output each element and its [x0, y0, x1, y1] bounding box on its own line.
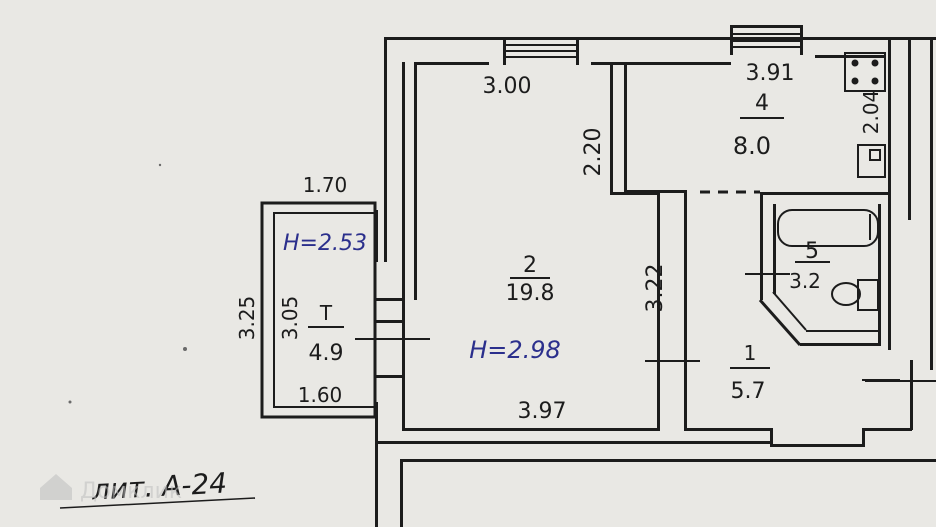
house-logo-icon	[40, 474, 72, 500]
room2-area: 19.8	[506, 281, 555, 306]
ceiling-height-label: H=2.98	[469, 336, 561, 364]
watermark: Домклик	[40, 474, 182, 504]
dim-room1-side: 3.22	[643, 264, 668, 313]
dim-balcony-top: 1.70	[303, 173, 348, 197]
kitchen-sink-icon	[857, 144, 886, 178]
window-room2	[503, 37, 579, 65]
stove-icon	[844, 52, 886, 92]
room4-area: 8.0	[733, 132, 771, 160]
balcony-outline	[260, 201, 377, 419]
toilet-icon	[831, 279, 879, 311]
dim-room4-side: 2.04	[859, 90, 883, 135]
room5-number: 5	[805, 239, 819, 264]
leader-lines	[355, 273, 900, 381]
dim-room2-side: 2.20	[581, 128, 606, 177]
dim-balcony-outer: 3.25	[235, 296, 259, 341]
walls	[375, 37, 936, 527]
room1-area: 5.7	[731, 379, 766, 404]
balcony-number: T	[319, 301, 333, 325]
dim-balcony-inner: 3.05	[278, 296, 302, 341]
bathtub-icon	[777, 209, 879, 247]
room2-number: 2	[523, 253, 537, 278]
balcony-area: 4.9	[309, 341, 344, 366]
watermark-text: Домклик	[80, 479, 182, 504]
window-room4	[730, 25, 803, 55]
room1-number: 1	[744, 341, 757, 365]
dim-room2-top: 3.00	[483, 74, 532, 99]
balcony-door	[375, 298, 405, 378]
paper-marks	[68, 163, 187, 404]
room5-area: 3.2	[789, 269, 821, 293]
dim-balcony-bottom: 1.60	[298, 383, 343, 407]
room4-number: 4	[755, 91, 769, 116]
dim-room4-top: 3.91	[746, 61, 795, 86]
dim-room2-bottom: 3.97	[518, 399, 567, 424]
balcony-height: H=2.53	[283, 231, 367, 256]
